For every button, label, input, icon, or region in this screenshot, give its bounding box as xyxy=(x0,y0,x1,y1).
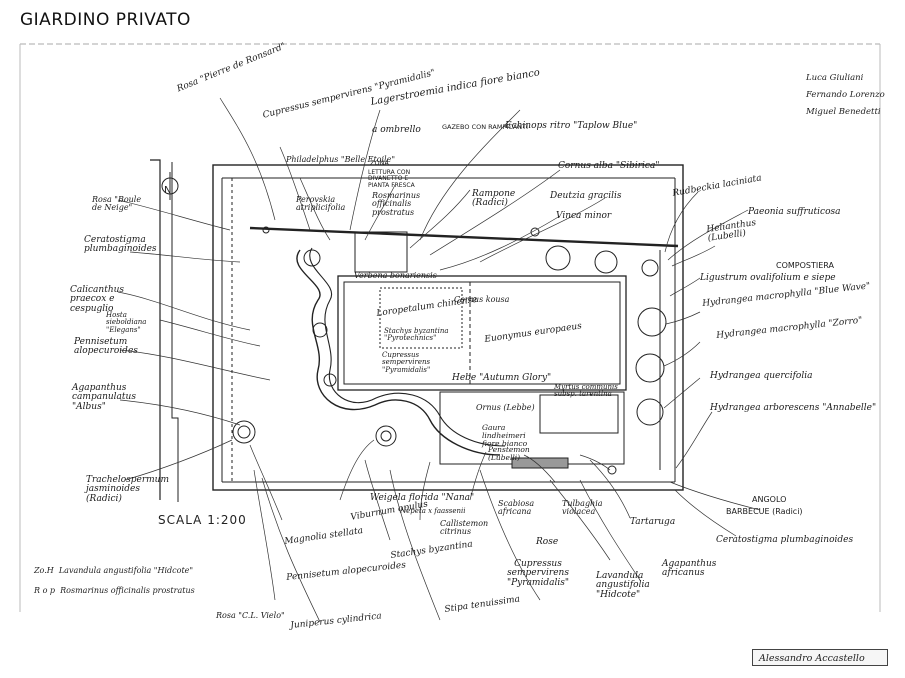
label-vinca: Vinca minor xyxy=(556,211,612,221)
label-cupressus-mid: Cupressus sempervirens "Pyramidalis" xyxy=(382,351,431,374)
label-hebe: Hebe "Autumn Glory" xyxy=(452,373,552,383)
label-rose: Rose xyxy=(536,537,559,547)
label-deutzia: Deutzia gracilis xyxy=(550,191,622,201)
label-lettura: LETTURA CON DIVANETTO E PIANTA FRESCA xyxy=(368,169,415,189)
label-cornus-alba: Cornus alba "Sibirica" xyxy=(558,161,660,171)
legend-code: Zo.H xyxy=(34,566,54,575)
legend-text: Rosmarinus officinalis prostratus xyxy=(60,586,195,595)
label-hydrangea-annabelle: Hydrangea arborescens "Annabelle" xyxy=(710,403,877,413)
label-tulbaghia: Tulbaghia violacea xyxy=(562,499,603,517)
label-lavandula: Lavandula angustifolia "Hidcote" xyxy=(596,571,650,600)
label-cornus-kousa: Cornus kousa xyxy=(454,295,510,304)
scale-label: SCALA 1:200 xyxy=(158,513,247,527)
author-name: Luca Giuliani xyxy=(806,73,864,83)
label-agapanthus-bottom: Agapanthus africanus xyxy=(662,559,717,579)
label-pennisetum-left: Pennisetum alopecuroides xyxy=(74,337,138,357)
page-title: GIARDINO PRIVATO xyxy=(20,10,191,30)
label-trachelospermum: Trachelospermum jasminoides (Radici) xyxy=(86,475,170,504)
label-agapanthus-left: Agapanthus campanulatus "Albus" xyxy=(72,383,136,412)
authors-block: Luca Giuliani Fernando Lorenzo Miguel Be… xyxy=(806,70,885,121)
label-gazebo: GAZEBO CON RAMPICANTI xyxy=(442,123,529,131)
label-rosmarinus-top: Rosmarinus officinalis prostratus xyxy=(372,191,421,217)
label-rampone: Rampone (Radici) xyxy=(472,189,516,209)
label-hosta: Hosta sieboldiana "Elegans" xyxy=(106,311,147,334)
svg-text:N: N xyxy=(164,185,171,196)
label-paeonia: Paeonia suffruticosa xyxy=(748,207,841,217)
label-ornus: Ornus (Lebbe) xyxy=(476,403,535,412)
label-stachys-top: Stachys byzantina "Pyrotechnics" xyxy=(384,327,449,343)
label-calicanthus: Calicanthus praecox e cespuglio xyxy=(70,285,125,314)
label-perovskia: Perovskia atriplicifolia xyxy=(296,195,346,213)
label-philadelphus: Philadelphus "Belle Etoile" xyxy=(286,155,395,164)
author-signature-box: Alessandro Accastello xyxy=(752,649,888,666)
label-compostiera: COMPOSTIERA xyxy=(776,261,834,270)
label-echinops: Echinops ritro "Taplow Blue" xyxy=(505,121,638,131)
legend-code: R o p xyxy=(34,586,56,595)
label-weigela: Weigela florida "Nana" xyxy=(370,493,475,503)
label-zona: ZONA xyxy=(370,159,389,167)
label-myrtus: Myrtus communis subsp. tarentina xyxy=(554,383,618,399)
label-tartaruga: Tartaruga xyxy=(630,517,676,527)
label-rosa-boule: Rosa "Boule de Neige" xyxy=(92,195,142,213)
label-cupressus-bottom: Cupressus sempervirens "Pyramidalis" xyxy=(506,559,569,588)
label-a-ombrello: a ombrello xyxy=(372,125,421,135)
legend-line-2: R o p Rosmarinus officinalis prostratus xyxy=(34,586,195,595)
label-gaura: Gaura lindheimeri fiore bianco xyxy=(482,423,528,448)
label-penstemon: Penstemon (Lubelli) xyxy=(488,445,530,462)
author-name: Miguel Benedetti xyxy=(806,107,881,117)
label-verbena: Verbena bonariensis xyxy=(354,271,437,280)
label-barbecue: BARBECUE (Radici) xyxy=(726,507,803,516)
label-ligustrum: Ligustrum ovalifolium e siepe xyxy=(700,273,836,283)
label-scabiosa: Scabiosa africana xyxy=(498,499,535,517)
label-ceratostigma-right: Ceratostigma plumbaginoides xyxy=(716,535,854,545)
legend-text: Lavandula angustifolia "Hidcote" xyxy=(58,566,194,575)
label-callistemon: Callistemon citrinus xyxy=(440,519,489,537)
label-nepeta: Nepeta x faassenii xyxy=(400,507,466,515)
label-angolo: ANGOLO xyxy=(752,495,787,504)
label-rosa-clvielo: Rosa "C.L. Vielo" xyxy=(216,611,285,620)
author-name: Fernando Lorenzo xyxy=(806,90,885,100)
label-ceratostigma-left: Ceratostigma plumbaginoides xyxy=(84,235,157,255)
legend-line-1: Zo.H Lavandula angustifolia "Hidcote" xyxy=(34,566,193,575)
label-hydrangea-quercifolia: Hydrangea quercifolia xyxy=(710,371,813,381)
